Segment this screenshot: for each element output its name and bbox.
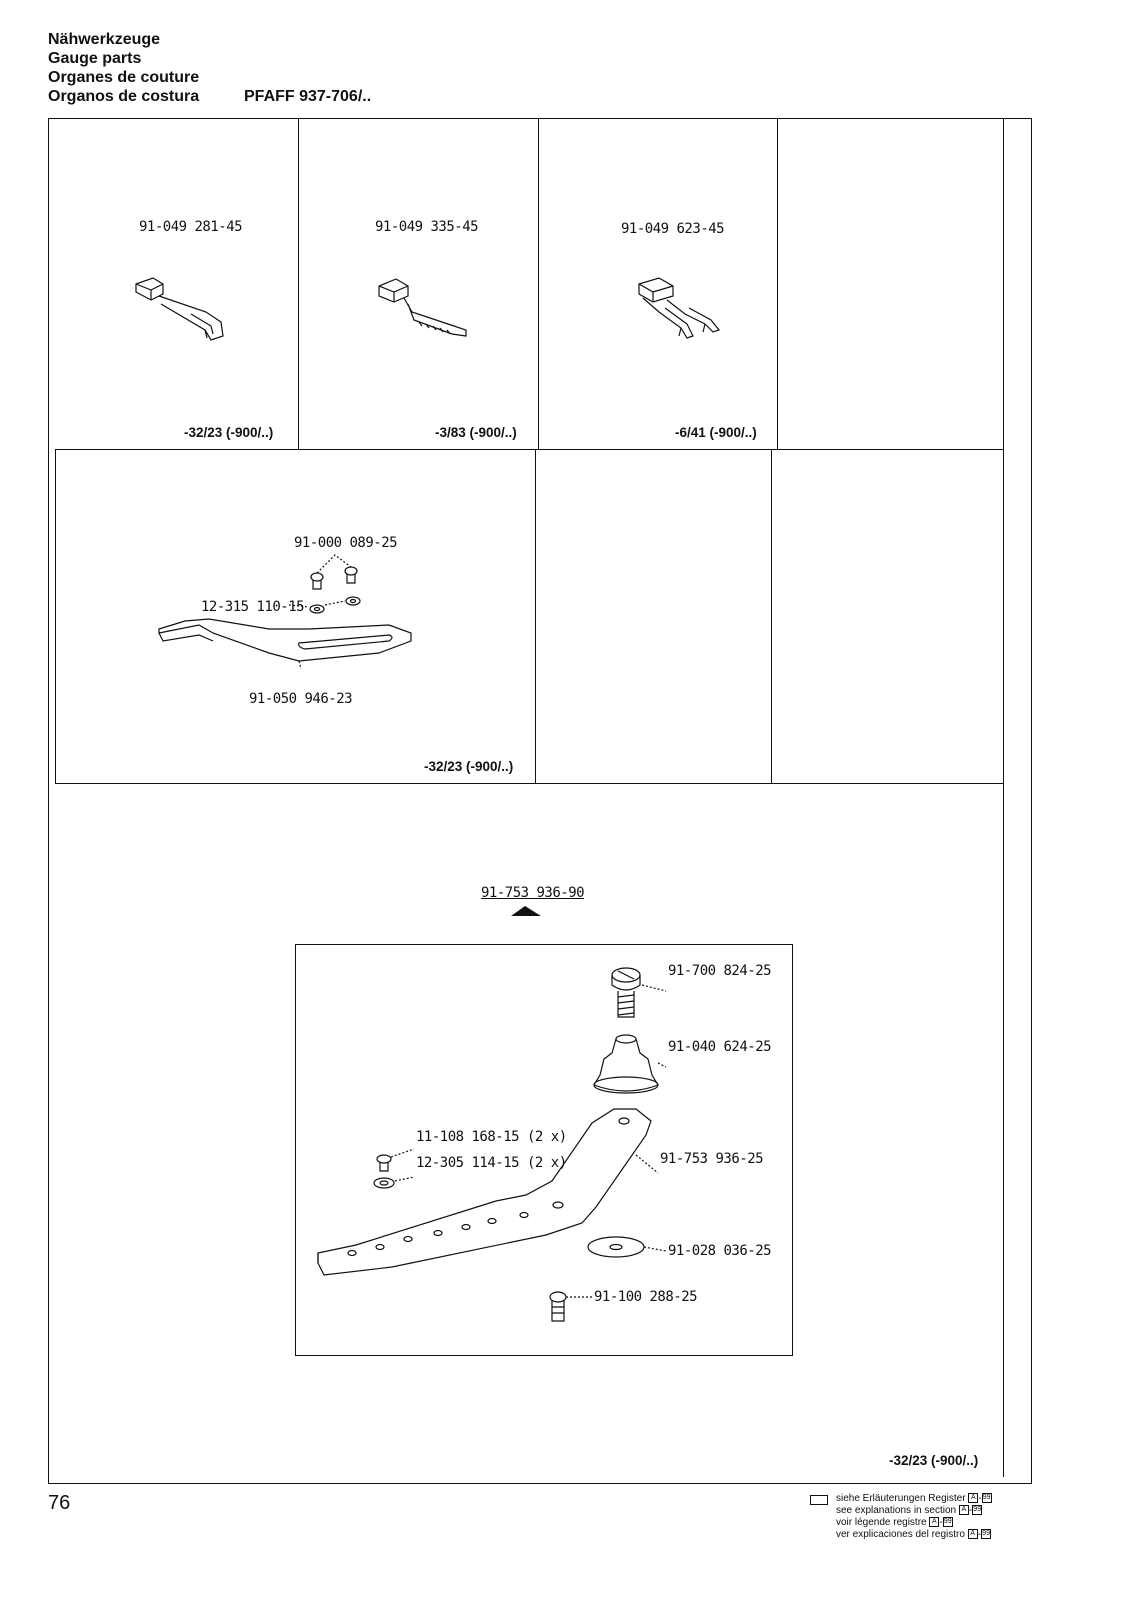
legend-line-de: siehe Erläuterungen Register A-99 [836,1493,992,1504]
gauge-part-drawing [638,277,721,339]
legend: siehe Erläuterungen Register A-99 see ex… [836,1493,992,1541]
grid-line [777,119,778,449]
grid-line [771,449,772,783]
part-number: 91-049 623-45 [621,221,725,237]
page-header: Nähwerkzeuge Gauge parts Organes de cout… [48,30,371,106]
part-number: 12-305 114-15 (2 x) [416,1155,567,1171]
part-number: 91-028 036-25 [668,1243,772,1259]
version-code: -32/23 (-900/..) [889,1453,979,1468]
page-number: 76 [48,1492,71,1514]
version-code: -6/41 (-900/..) [675,425,757,440]
legend-box-icon [810,1495,828,1505]
gauge-part-drawing [135,277,224,341]
part-number: 12-315 110-15 [201,599,305,615]
version-code: -3/83 (-900/..) [435,425,517,440]
parts-frame: 91-049 281-45 -32/23 (-900/..) 91-049 33… [48,118,1032,1484]
part-number: 91-049 335-45 [375,219,479,235]
part-number: 11-108 168-15 (2 x) [416,1129,567,1145]
version-code: -32/23 (-900/..) [184,425,274,440]
part-number: 91-100 288-25 [594,1289,698,1305]
assembly-drawing [317,967,667,1322]
legend-line-es: ver explicaciones del registro A-99 [836,1529,992,1540]
legend-line-en: see explanations in section A-99 [836,1505,983,1516]
part-number: 91-050 946-23 [249,691,353,707]
machine-model: PFAFF 937-706/.. [244,88,372,105]
header-title-de: Nähwerkzeuge [48,31,161,48]
header-title-es: Organos de costura [48,88,200,105]
grid-line [55,783,1003,784]
header-title-fr: Organes de couture [48,69,200,86]
part-number: 91-049 281-45 [139,219,243,235]
legend-line-fr: voir légende registre A-99 [836,1517,953,1528]
grid-line [538,119,539,449]
part-number: 91-000 089-25 [294,535,398,551]
plate-assembly-drawing [158,554,412,670]
gauge-part-drawing [378,278,467,337]
part-number: 91-040 624-25 [668,1039,772,1055]
assembly-number: 91-753 936-90 [481,885,585,901]
pointer-triangle [511,906,541,916]
part-number: 91-753 936-25 [660,1151,764,1167]
assembly-detail-box: 91-700 824-25 91-040 624-25 11-108 168-1… [295,944,793,1356]
grid-line [1003,119,1004,1477]
grid-line [535,449,536,783]
grid-line [55,449,1003,450]
version-code: -32/23 (-900/..) [424,759,514,774]
header-title-en: Gauge parts [48,50,142,67]
grid-line [298,119,299,449]
grid-line [55,449,56,783]
part-number: 91-700 824-25 [668,963,772,979]
